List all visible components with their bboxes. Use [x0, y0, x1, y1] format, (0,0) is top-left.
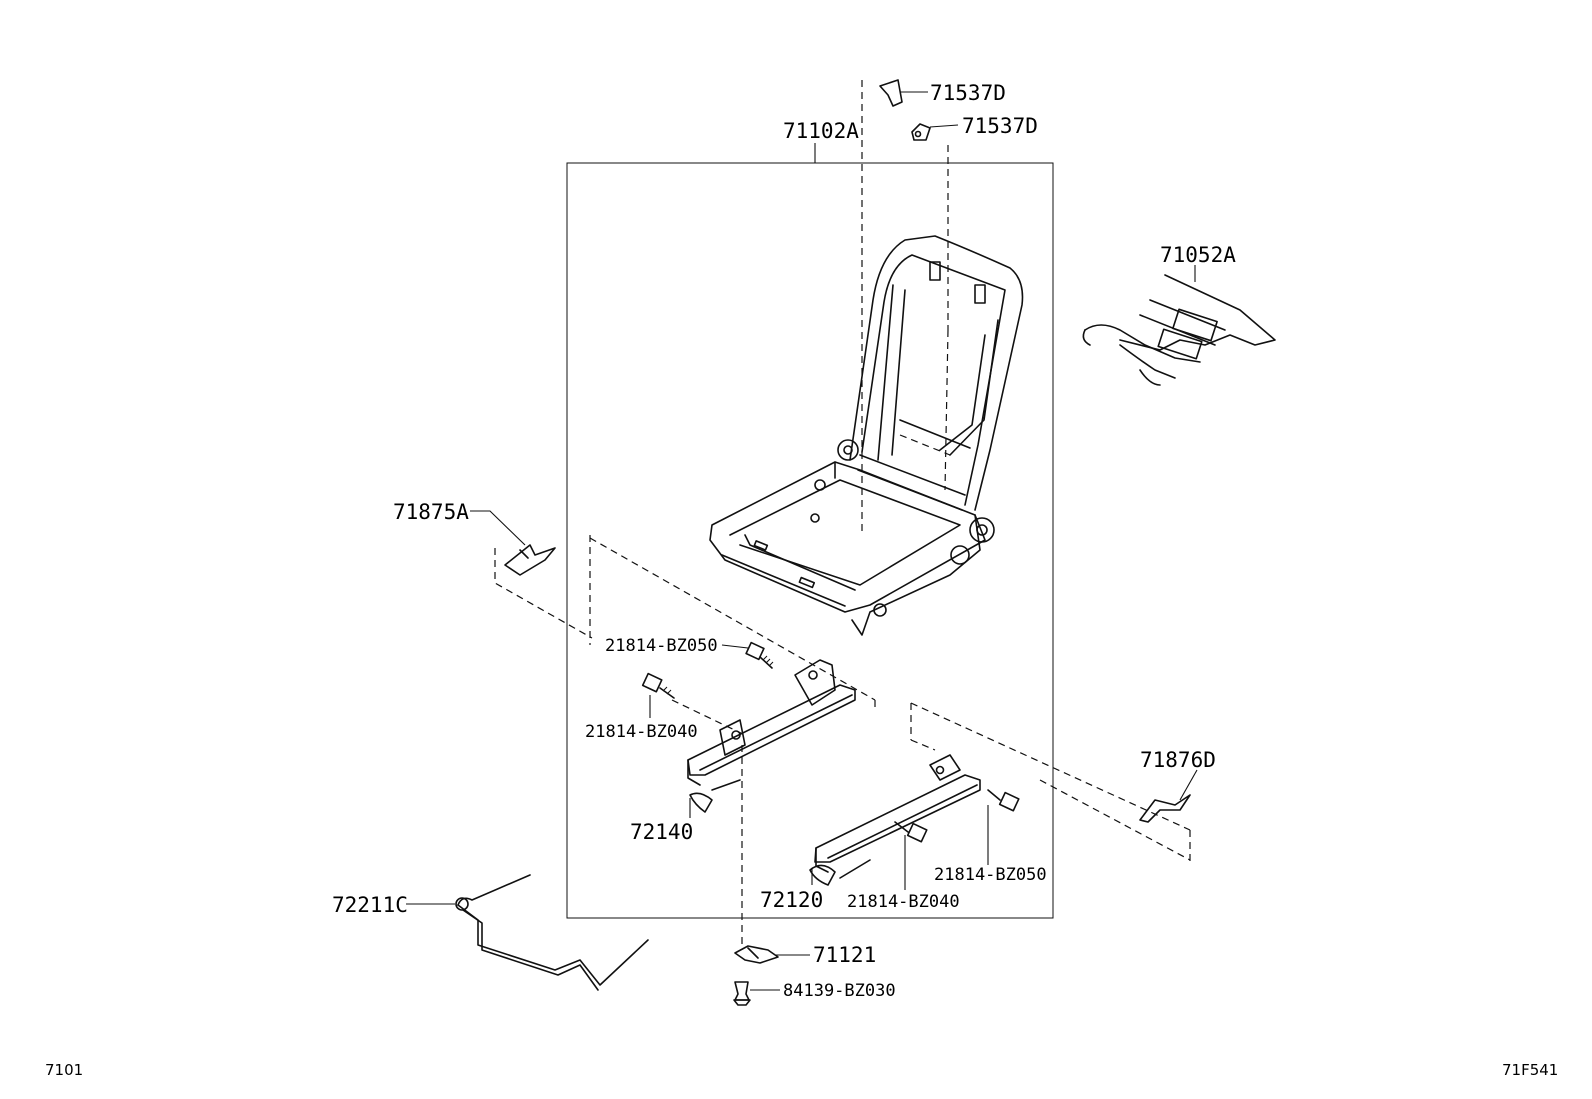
callout-clip-upper[interactable]: 71537D	[930, 81, 1006, 105]
bolt-d-drawing	[987, 789, 1020, 812]
dashed-reference-lines	[494, 80, 1191, 950]
figure-code: 71F541	[1502, 1061, 1558, 1079]
callout-spring-assy[interactable]: 71052A	[1160, 243, 1236, 267]
adjuster-right-drawing	[809, 754, 981, 886]
bracket-drawing	[734, 945, 779, 964]
clip-bottom-drawing	[733, 981, 751, 1006]
callout-adjuster-left[interactable]: 72140	[630, 820, 693, 844]
callout-cover-right[interactable]: 71876D	[1140, 748, 1216, 772]
cover-right-drawing	[1139, 794, 1191, 823]
callout-wire[interactable]: 72211C	[332, 893, 408, 917]
bolt-b-drawing	[641, 672, 675, 699]
callout-clip-lower[interactable]: 71537D	[962, 114, 1038, 138]
callout-adjuster-right[interactable]: 72120	[760, 888, 823, 912]
adjuster-left-drawing	[687, 659, 856, 813]
callout-frame-assy[interactable]: 71102A	[783, 119, 859, 143]
wire-drawing	[455, 874, 649, 991]
clip-lower-drawing	[911, 123, 931, 141]
assembly-boundary-box	[566, 162, 1054, 919]
callout-cover-left[interactable]: 71875A	[393, 500, 469, 524]
callout-bracket[interactable]: 71121	[813, 943, 876, 967]
seat-frame-drawing	[709, 235, 1024, 636]
page-code: 7101	[45, 1061, 83, 1079]
callout-bolt-c[interactable]: 21814-BZ040	[847, 892, 960, 912]
callout-bolt-b[interactable]: 21814-BZ040	[585, 722, 698, 742]
callout-clip-bottom[interactable]: 84139-BZ030	[783, 981, 896, 1001]
callout-bolt-d[interactable]: 21814-BZ050	[934, 865, 1047, 885]
callout-bolt-a[interactable]: 21814-BZ050	[605, 636, 718, 656]
cover-left-drawing	[504, 544, 556, 576]
clip-upper-drawing	[879, 79, 903, 107]
leader-lines	[406, 91, 1198, 991]
bolt-a-drawing	[745, 641, 774, 669]
seat-spring-drawing	[1082, 274, 1276, 386]
bolt-c-drawing	[894, 821, 928, 843]
